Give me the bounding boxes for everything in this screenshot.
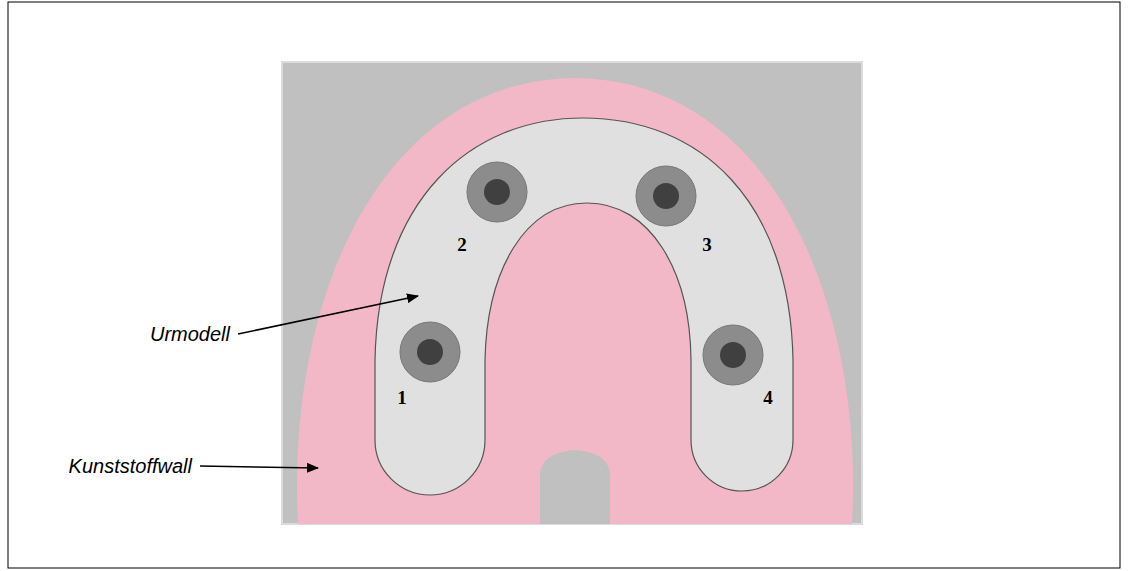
callout-number-holder: 1: [397, 387, 407, 409]
part-label-holder: Urmodell: [150, 323, 230, 346]
part-label: Urmodell: [150, 323, 230, 345]
callout-number-holder: 3: [702, 234, 712, 256]
implant-core: [720, 342, 746, 368]
callout-number: 4: [763, 387, 773, 408]
callout-number: 2: [457, 234, 467, 255]
callout-number: 3: [702, 234, 712, 255]
callout-number-holder: 4: [763, 387, 773, 409]
resin-wall: [297, 78, 853, 524]
part-label: Kunststoffwall: [69, 455, 192, 477]
implant-ring: [400, 322, 460, 382]
callout-number: 1: [397, 387, 407, 408]
frame: [8, 2, 1120, 568]
implant-ring: [636, 166, 696, 226]
implant-core: [653, 183, 679, 209]
base-plate: [282, 62, 862, 524]
palate-gap: [540, 450, 610, 524]
callout-number-holder: 2: [457, 234, 467, 256]
leader-arrow: [200, 466, 318, 468]
master-model: [375, 118, 793, 495]
leader-arrow: [238, 296, 418, 334]
implant-ring: [467, 162, 527, 222]
implant-analogs: [400, 162, 763, 385]
part-label-holder: Kunststoffwall: [69, 455, 192, 478]
implant-core: [484, 179, 510, 205]
implant-ring: [703, 325, 763, 385]
implant-core: [417, 339, 443, 365]
